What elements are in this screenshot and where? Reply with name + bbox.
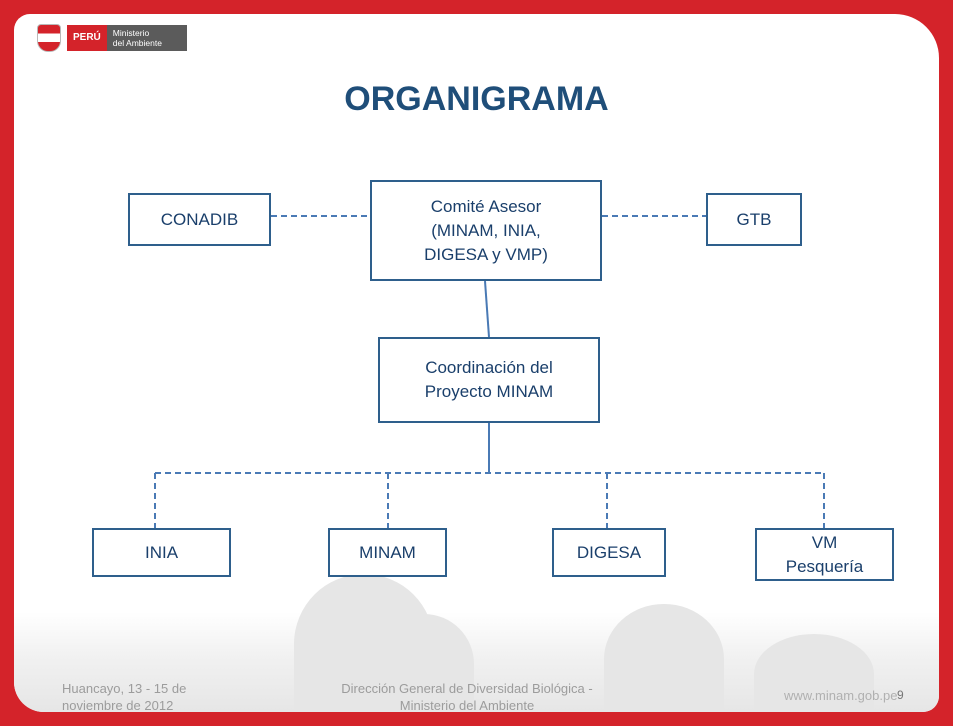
node-advisory-committee: Comité Asesor (MINAM, INIA, DIGESA y VMP…: [370, 180, 602, 281]
logo-ministry: Ministerio del Ambiente: [106, 25, 187, 51]
node-minam: MINAM: [328, 528, 447, 577]
node-vm-pesqueria: VM Pesquería: [755, 528, 894, 581]
slide-title: ORGANIGRAMA: [344, 80, 609, 118]
node-line: Coordinación del: [425, 358, 553, 377]
node-digesa: DIGESA: [552, 528, 666, 577]
page-number: 9: [897, 688, 904, 702]
hill-shape: [754, 634, 874, 712]
node-label: INIA: [144, 542, 179, 562]
node-inia: INIA: [92, 528, 231, 577]
node-label: DIGESA: [576, 542, 642, 562]
node-project-coordination: Coordinación del Proyecto MINAM: [378, 337, 600, 423]
node-line: DIGESA y VMP): [424, 244, 548, 264]
node-gtb: GTB: [706, 193, 802, 246]
node-line: Proyecto MINAM: [424, 382, 554, 401]
node-label: GTB: [736, 209, 772, 229]
logo-ministry-line: Ministerio: [112, 28, 150, 38]
logo-ministry-line: del Ambiente: [112, 38, 162, 48]
footer-line: Huancayo, 13 - 15 de: [62, 681, 187, 696]
footer-directorate: Dirección General de Diversidad Biológic…: [322, 680, 612, 714]
node-line: VM: [811, 532, 838, 552]
logo-country: PERÚ: [67, 25, 107, 51]
node-line: Comité Asesor: [430, 196, 542, 216]
footer-website: www.minam.gob.pe: [784, 688, 898, 703]
node-line: Pesquería: [785, 556, 864, 576]
solid-connector: [484, 280, 490, 338]
footer-line: noviembre de 2012: [62, 698, 174, 713]
footer-line: Dirección General de Diversidad Biológic…: [341, 681, 593, 696]
node-label: CONADIB: [160, 209, 239, 229]
hill-shape: [374, 614, 474, 712]
ministry-logo: PERÚ Ministerio del Ambiente: [37, 22, 187, 54]
footer-line: Ministerio del Ambiente: [399, 698, 535, 713]
node-label: MINAM: [359, 542, 416, 562]
node-line: (MINAM, INIA,: [431, 220, 541, 240]
footer-location-date: Huancayo, 13 - 15 de noviembre de 2012: [62, 680, 186, 714]
node-conadib: CONADIB: [128, 193, 271, 246]
hill-shape: [604, 604, 724, 712]
coat-of-arms-icon: [37, 24, 61, 52]
